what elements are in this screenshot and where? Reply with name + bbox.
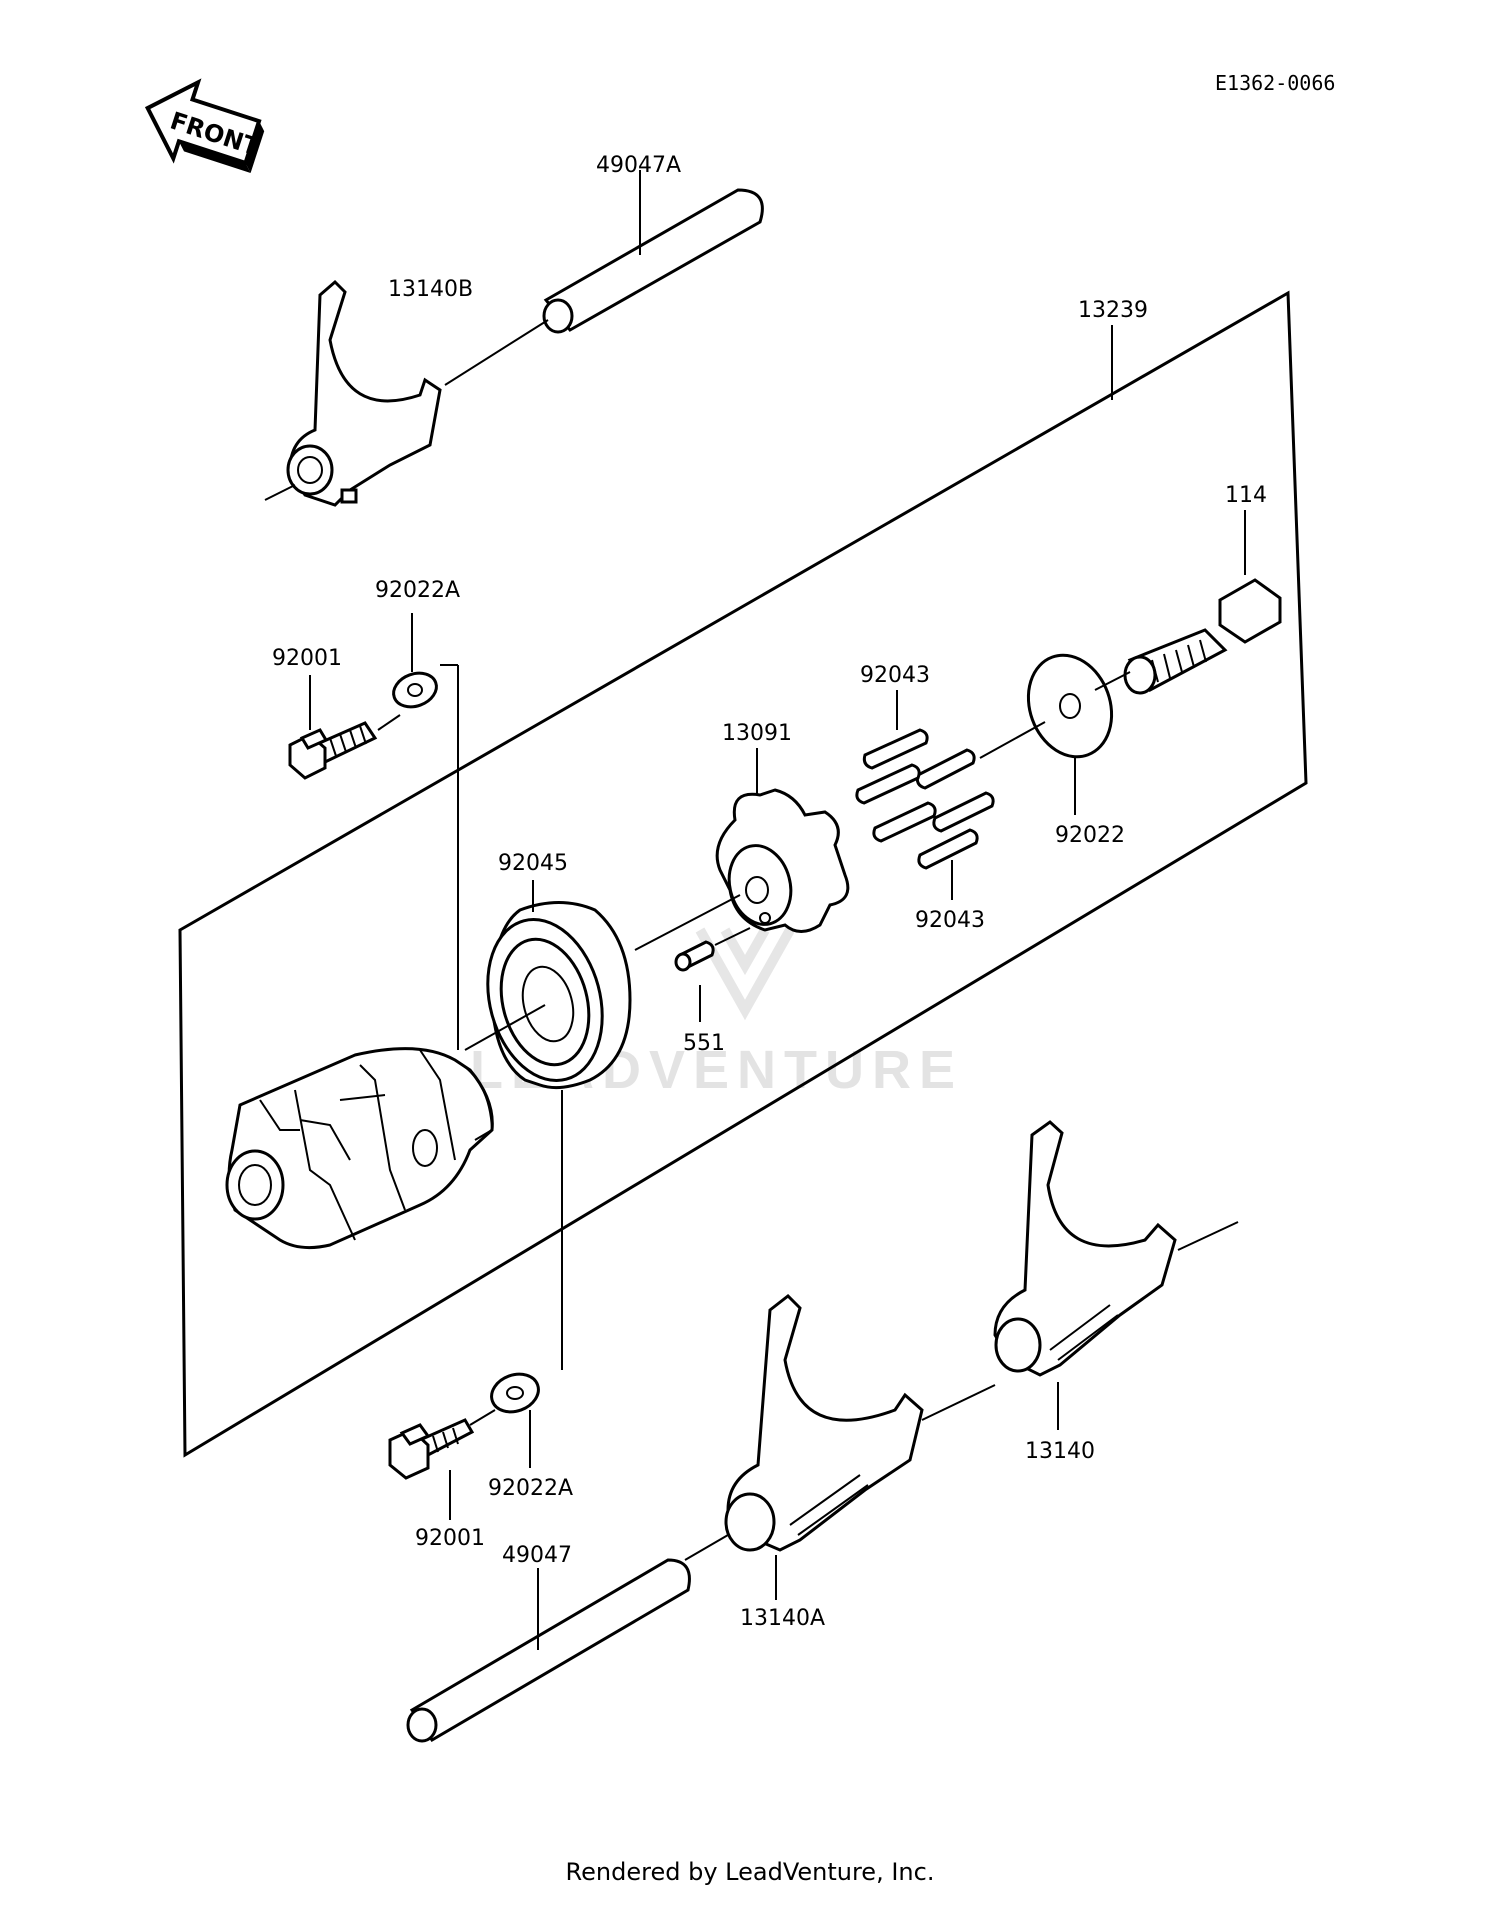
washer-92022A-top [392, 613, 438, 709]
kit-boundary [178, 290, 1308, 1458]
bolt-92001-top [288, 675, 401, 780]
shift-drum [225, 1047, 494, 1250]
label-92043-bottom: 92043 [915, 908, 985, 933]
label-13140B: 13140B [388, 277, 473, 302]
label-13140: 13140 [1025, 1439, 1095, 1464]
shift-fork-13140B [264, 279, 549, 507]
pins-92043 [855, 690, 995, 900]
label-92022: 92022 [1055, 823, 1125, 848]
label-114: 114 [1225, 483, 1267, 508]
label-13140A: 13140A [740, 1606, 825, 1631]
label-92043-top: 92043 [860, 663, 930, 688]
label-551: 551 [683, 1031, 725, 1056]
washer-92022A-bottom [490, 1372, 540, 1468]
label-92022A-bottom: 92022A [488, 1476, 573, 1501]
shift-fork-13140A [684, 1294, 996, 1600]
label-92001-bottom: 92001 [415, 1526, 485, 1551]
label-13091: 13091 [722, 721, 792, 746]
diagram-code: E1362-0066 [1215, 71, 1335, 95]
label-49047A: 49047A [596, 153, 681, 178]
bolt-92001-bottom [388, 1409, 496, 1520]
label-49047: 49047 [502, 1543, 572, 1568]
washer-92022 [979, 653, 1131, 815]
pin-551 [674, 927, 751, 1022]
drum-cam-13091 [634, 748, 850, 951]
front-arrow-icon: FRONT [144, 78, 265, 174]
shift-fork-13140 [993, 1120, 1239, 1430]
shaft-49047 [406, 1558, 691, 1743]
label-92045: 92045 [498, 851, 568, 876]
label-92022A-top: 92022A [375, 578, 460, 603]
bearing-92045 [464, 880, 632, 1090]
label-92001-top: 92001 [272, 646, 342, 671]
shaft-49047A [542, 170, 764, 334]
footer-credit: Rendered by LeadVenture, Inc. [565, 1858, 935, 1886]
bolt-114 [1123, 510, 1282, 695]
label-13239: 13239 [1078, 298, 1148, 323]
